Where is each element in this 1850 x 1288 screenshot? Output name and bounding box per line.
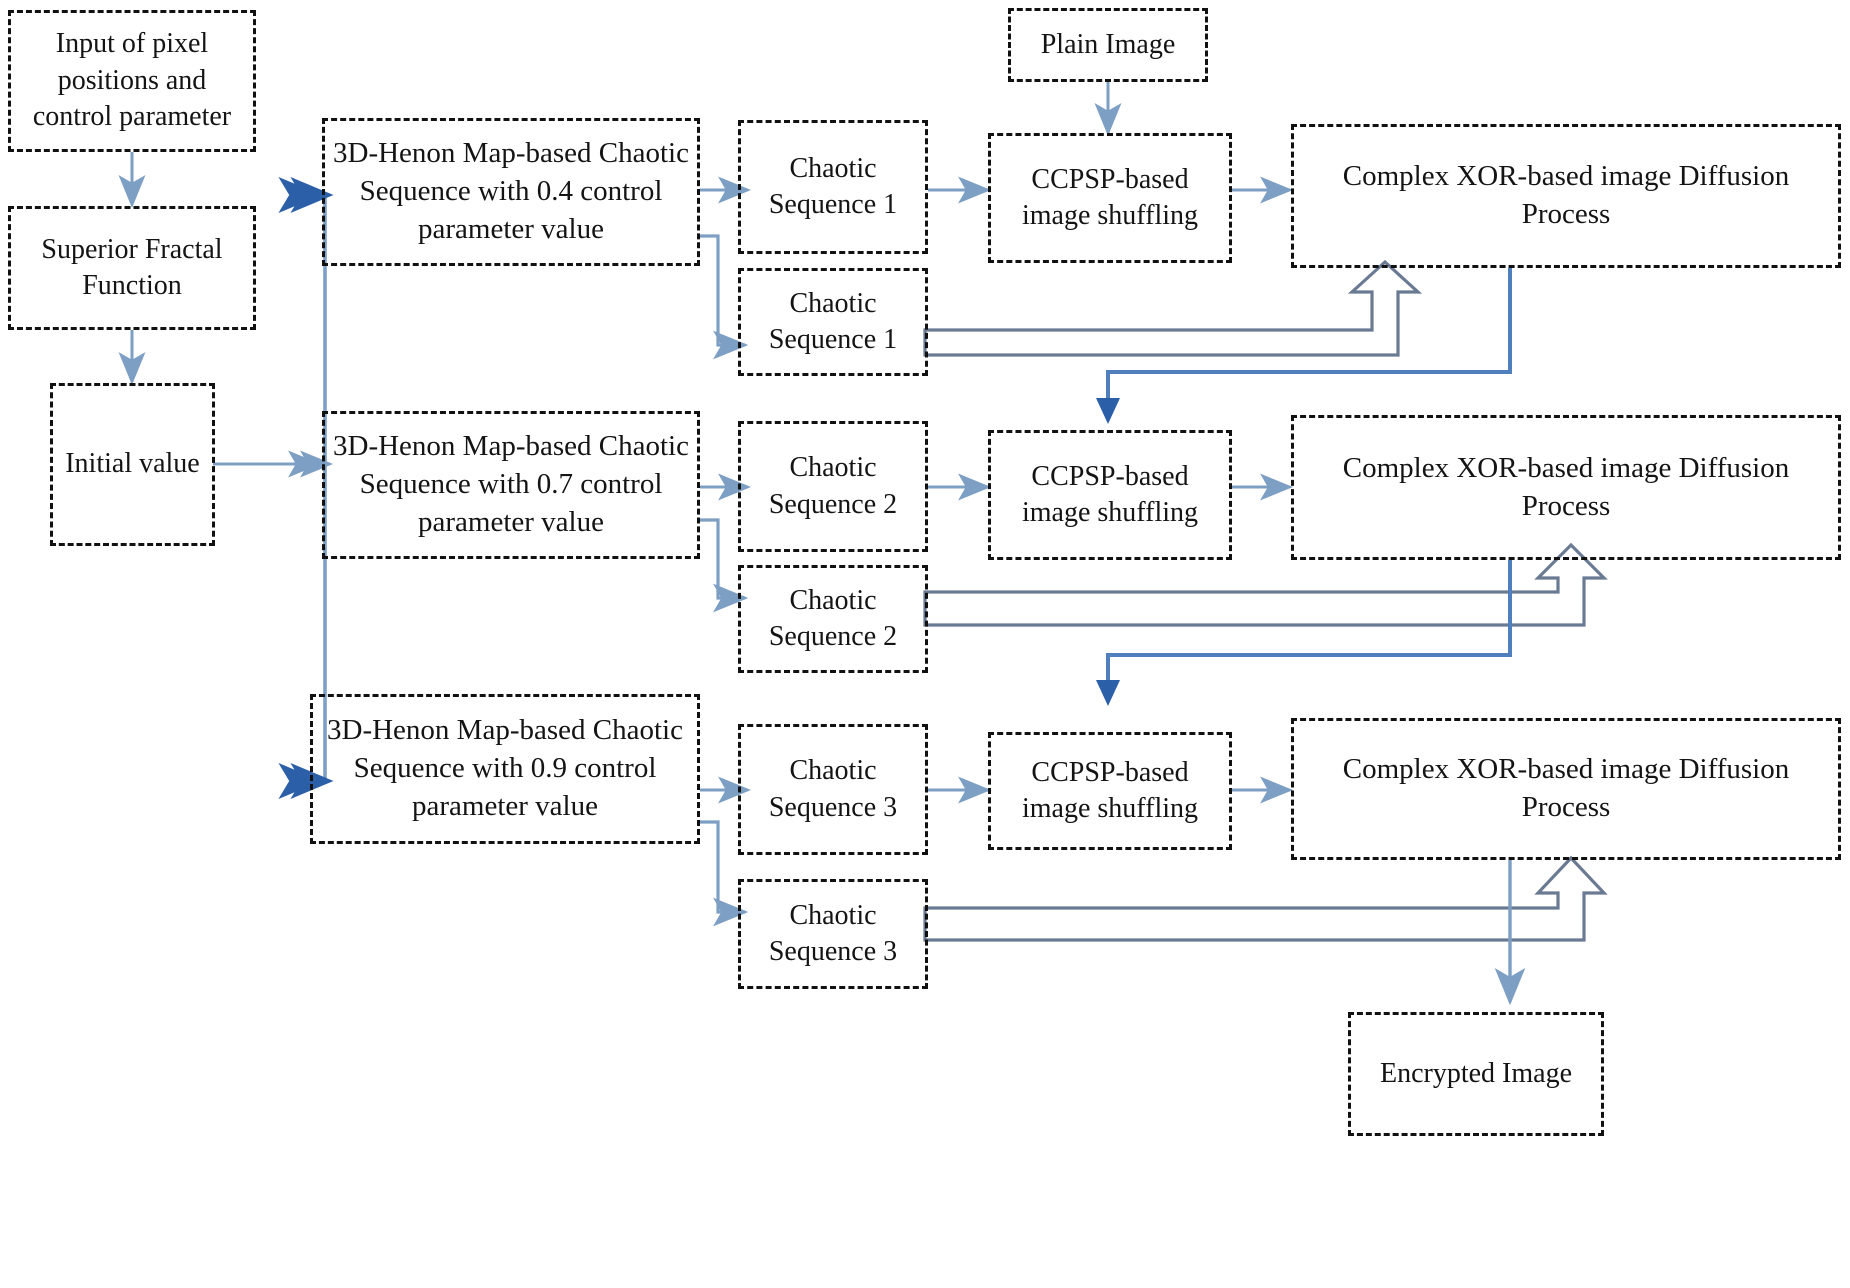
node-superior-fractal-label: Superior Fractal Function (41, 233, 223, 301)
node-chaotic-seq-2a-label: Chaotic Sequence 2 (768, 452, 898, 520)
node-chaotic-seq-2b-label: Chaotic Sequence 2 (768, 584, 898, 652)
edge-xor2-to-ccpsp3 (1096, 560, 1512, 706)
node-initial-value[interactable]: Initial value (50, 383, 215, 546)
node-ccpsp-2[interactable]: CCPSP-based image shuffling (988, 430, 1232, 560)
node-chaotic-seq-2b[interactable]: Chaotic Sequence 2 (738, 565, 928, 673)
node-ccpsp-3[interactable]: CCPSP-based image shuffling (988, 732, 1232, 850)
node-chaotic-seq-3b[interactable]: Chaotic Sequence 3 (738, 879, 928, 989)
node-chaotic-seq-1a-label: Chaotic Sequence 1 (768, 152, 898, 220)
node-xor-3-label: Complex XOR-based image Diffusion Proces… (1342, 753, 1790, 823)
node-henon-2-label: 3D-Henon Map-based Chaotic Sequence with… (333, 430, 689, 538)
node-henon-3-label: 3D-Henon Map-based Chaotic Sequence with… (327, 714, 683, 822)
node-ccpsp-1-label: CCPSP-based image shuffling (1021, 163, 1198, 231)
edge-xor1-to-ccpsp2 (1096, 268, 1512, 424)
node-initial-value-label: Initial value (65, 448, 200, 480)
edge-seq3b-to-xor3-block (923, 855, 1608, 942)
node-ccpsp-2-label: CCPSP-based image shuffling (1021, 460, 1198, 528)
node-xor-2-label: Complex XOR-based image Diffusion Proces… (1342, 451, 1790, 522)
node-chaotic-seq-1b-label: Chaotic Sequence 1 (768, 287, 898, 355)
node-encrypted-image-label: Encrypted Image (1379, 1057, 1573, 1089)
node-xor-1-label: Complex XOR-based image Diffusion Proces… (1342, 160, 1790, 230)
node-henon-3[interactable]: 3D-Henon Map-based Chaotic Sequence with… (310, 694, 700, 844)
node-xor-2[interactable]: Complex XOR-based image Diffusion Proces… (1291, 415, 1841, 560)
node-henon-2[interactable]: 3D-Henon Map-based Chaotic Sequence with… (322, 411, 700, 559)
node-xor-3[interactable]: Complex XOR-based image Diffusion Proces… (1291, 718, 1841, 860)
node-chaotic-seq-3b-label: Chaotic Sequence 3 (768, 899, 898, 967)
node-chaotic-seq-2a[interactable]: Chaotic Sequence 2 (738, 421, 928, 552)
node-plain-image-label: Plain Image (1040, 28, 1176, 60)
node-chaotic-seq-1b[interactable]: Chaotic Sequence 1 (738, 268, 928, 376)
node-input-pixel[interactable]: Input of pixel positions and control par… (8, 10, 256, 152)
node-henon-1-label: 3D-Henon Map-based Chaotic Sequence with… (333, 137, 689, 245)
node-encrypted-image[interactable]: Encrypted Image (1348, 1012, 1604, 1136)
node-chaotic-seq-1a[interactable]: Chaotic Sequence 1 (738, 120, 928, 254)
node-xor-1[interactable]: Complex XOR-based image Diffusion Proces… (1291, 124, 1841, 268)
node-superior-fractal[interactable]: Superior Fractal Function (8, 206, 256, 330)
node-input-pixel-label: Input of pixel positions and control par… (32, 28, 232, 133)
node-henon-1[interactable]: 3D-Henon Map-based Chaotic Sequence with… (322, 118, 700, 266)
node-plain-image[interactable]: Plain Image (1008, 8, 1208, 82)
edge-seq1b-to-xor1-block (923, 259, 1423, 357)
node-chaotic-seq-3a[interactable]: Chaotic Sequence 3 (738, 724, 928, 855)
node-chaotic-seq-3a-label: Chaotic Sequence 3 (768, 755, 898, 823)
node-ccpsp-1[interactable]: CCPSP-based image shuffling (988, 133, 1232, 263)
node-ccpsp-3-label: CCPSP-based image shuffling (1021, 756, 1198, 824)
